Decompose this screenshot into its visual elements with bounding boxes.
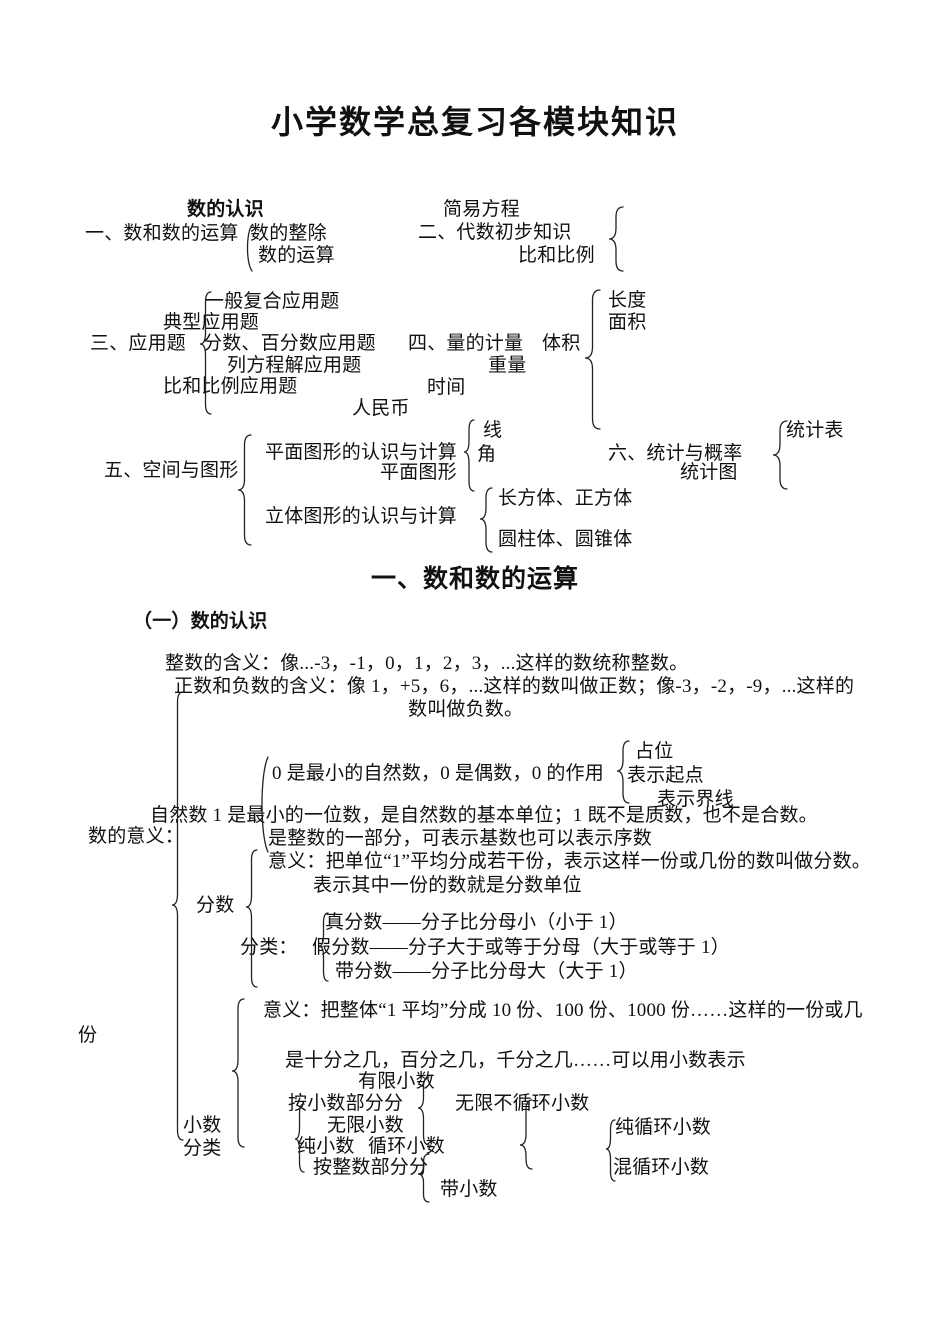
curly-brace: [199, 291, 212, 415]
decimal-meaning-hang: 份: [78, 1025, 98, 1046]
overview-meas-time: 时间: [427, 377, 466, 398]
overview-meas-volume: 体积: [542, 333, 581, 354]
overview-geo-line: 线: [483, 420, 503, 441]
section-subheading: （一）数的认识: [133, 611, 268, 632]
section-heading: 一、数和数的运算: [370, 565, 579, 593]
overview-geo-cylinder: 圆柱体、圆锥体: [498, 529, 633, 550]
decimal-by-integer-part: 按整数部分分: [313, 1157, 429, 1178]
curly-brace: [417, 1153, 430, 1203]
overview-geo-plane-figure: 平面图形: [380, 462, 457, 483]
overview-meas-weight: 重量: [488, 355, 527, 376]
overview-geo-label: 五、空间与图形: [104, 460, 239, 481]
document-title: 小学数学总复习各模块知识: [270, 104, 679, 140]
overview-wp-typical: 典型应用题: [163, 312, 260, 333]
curly-brace: [171, 691, 184, 1141]
fraction-class-label: 分类：: [240, 937, 298, 958]
fraction-meaning-2: 表示其中一份的数就是分数单位: [313, 875, 582, 896]
overview-algebra-equation: 简易方程: [443, 199, 520, 220]
fraction-proper: 真分数——分子比分母小（小于 1）: [325, 912, 628, 933]
curly-brace: [231, 998, 245, 1148]
integer-definition: 整数的含义：像...-3，-1，0，1，2，3，...这样的数统称整数。: [165, 653, 689, 674]
curly-brace: [245, 849, 258, 988]
overview-num-child-divisibility: 数的整除: [250, 223, 327, 244]
overview-num-header: 数的认识: [187, 199, 264, 220]
curly-brace: [584, 289, 601, 430]
decimal-pure-repeating: 纯循环小数: [615, 1117, 712, 1138]
decimal-infinite: 无限小数: [327, 1115, 404, 1136]
overview-stat-table: 统计表: [786, 420, 844, 441]
curly-brace: [246, 224, 253, 272]
zero-properties: 0 是最小的自然数，0 是偶数，0 的作用: [272, 763, 604, 784]
natural-part-of-integer: 是整数的一部分，可表示基数也可以表示序数: [268, 828, 653, 849]
overview-num-label: 一、数和数的运算: [85, 223, 239, 244]
overview-geo-solid: 立体图形的认识与计算: [265, 506, 458, 527]
decimal-by-fraction-part: 按小数部分分: [288, 1093, 404, 1114]
curly-brace: [479, 487, 493, 553]
curly-brace: [417, 1076, 430, 1146]
fraction-meaning-1: 意义：把单位“1”平均分成若干份，表示这样一份或几份的数叫做分数。: [268, 851, 871, 872]
overview-wp-equation: 列方程解应用题: [227, 355, 362, 376]
curly-brace: [261, 756, 269, 853]
decimal-class-label: 分类: [183, 1138, 222, 1159]
decimal-finite: 有限小数: [358, 1071, 435, 1092]
curly-brace: [463, 419, 475, 492]
overview-stat-label: 六、统计与概率: [608, 443, 743, 464]
decimal-pure: 纯小数: [297, 1136, 355, 1157]
curly-brace: [318, 912, 329, 982]
curly-brace: [294, 1103, 305, 1173]
curly-brace: [616, 740, 630, 804]
zero-role-startpoint: 表示起点: [627, 765, 704, 786]
overview-meas-area: 面积: [608, 312, 647, 333]
decimal-repeating: 循环小数: [368, 1136, 445, 1157]
curly-brace: [608, 206, 624, 272]
decimal-meaning-2: 是十分之几，百分之几，千分之几……可以用小数表示: [285, 1050, 746, 1071]
overview-meas-money: 人民币: [352, 398, 410, 419]
overview-algebra-ratio: 比和比例: [518, 245, 595, 266]
overview-geo-plane: 平面图形的认识与计算: [265, 442, 458, 463]
overview-wp-label: 三、应用题: [90, 333, 187, 354]
overview-num-child-operations: 数的运算: [258, 245, 335, 266]
fraction-mixed: 带分数——分子比分母大（大于 1）: [335, 961, 638, 982]
decimal-meaning-1: 意义：把整体“1 平均”分成 10 份、100 份、1000 份……这样的一份或…: [263, 1000, 863, 1021]
overview-meas-length: 长度: [608, 290, 647, 311]
curly-brace: [772, 420, 788, 490]
overview-meas-label: 四、量的计量: [408, 333, 524, 354]
overview-wp-general: 一般复合应用题: [205, 291, 340, 312]
number-meaning-label: 数的意义：: [88, 826, 185, 847]
negative-definition-cont: 数叫做负数。: [408, 699, 524, 720]
decimal-non-repeating: 无限不循环小数: [455, 1093, 590, 1114]
overview-algebra-label: 二、代数初步知识: [418, 222, 572, 243]
fraction-improper: 假分数——分子大于或等于分母（大于或等于 1）: [312, 937, 730, 958]
positive-negative-definition: 正数和负数的含义：像 1，+5，6，...这样的数叫做正数；像-3，-2，-9，…: [174, 676, 855, 697]
decimal-label: 小数: [183, 1115, 222, 1136]
overview-geo-angle: 角: [477, 444, 497, 465]
fraction-label: 分数: [196, 895, 235, 916]
curly-brace: [605, 1119, 616, 1182]
zero-role-placeholder: 占位: [635, 741, 674, 762]
decimal-with-integer: 带小数: [440, 1179, 498, 1200]
overview-geo-cuboid: 长方体、正方体: [498, 488, 633, 509]
decimal-mixed-repeating: 混循环小数: [613, 1157, 710, 1178]
curly-brace: [519, 1099, 533, 1170]
curly-brace: [237, 434, 252, 546]
one-properties: 自然数 1 是最小的一位数，是自然数的基本单位；1 既不是质数，也不是合数。: [150, 805, 818, 826]
overview-wp-ratio: 比和比例应用题: [163, 376, 298, 397]
overview-wp-percent: 分数、百分数应用题: [203, 333, 376, 354]
overview-stat-chart: 统计图: [680, 462, 738, 483]
zero-role-boundary: 表示界线: [657, 789, 734, 810]
